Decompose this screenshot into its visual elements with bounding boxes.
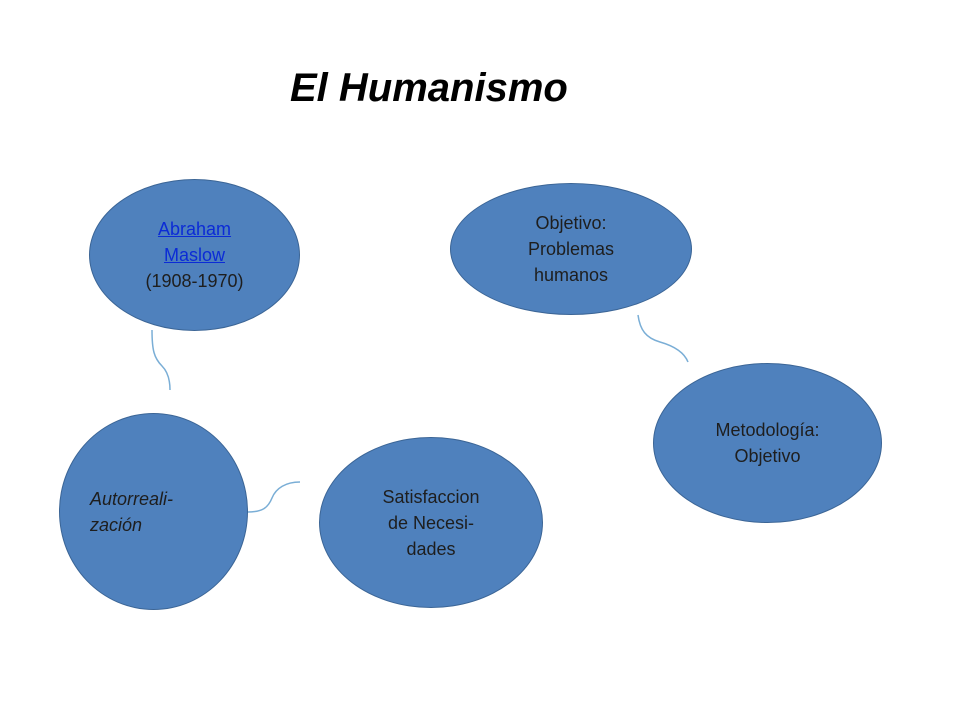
autorrealizacion-line2: zación [90, 514, 143, 535]
maslow-link-line1: Abraham [157, 219, 232, 239]
connector-maslow-autorrealizacion [151, 329, 171, 391]
node-autorrealizacion: Autorreali- zación [59, 413, 248, 610]
node-metodologia: Metodología: Objetivo [653, 363, 882, 523]
objetivo-line3: humanos [533, 265, 609, 285]
connector-objetivo-metodologia [637, 314, 689, 363]
abraham-maslow-link[interactable]: Abraham Maslow [145, 216, 243, 268]
satisfaccion-line2: de Necesi- [387, 512, 475, 533]
metodologia-line2: Objetivo [734, 446, 801, 466]
maslow-link-line2: Maslow [163, 245, 225, 265]
satisfaccion-line1: Satisfaccion [382, 486, 480, 507]
objetivo-line2: Problemas [527, 239, 615, 259]
metodologia-line1: Metodología: [715, 420, 820, 440]
node-abraham-maslow: Abraham Maslow (1908-1970) [89, 179, 300, 331]
objetivo-line1: Objetivo: [535, 213, 607, 233]
autorrealizacion-line1: Autorreali- [90, 488, 174, 509]
satisfaccion-line3: dades [406, 538, 456, 559]
connector-autorrealizacion-satisfaccion [247, 481, 301, 513]
node-objetivo: Objetivo: Problemas humanos [450, 183, 692, 315]
diagram-title: El Humanismo [290, 66, 568, 110]
node-satisfaccion: Satisfaccion de Necesi- dades [319, 437, 543, 608]
maslow-years: (1908-1970) [145, 271, 244, 291]
